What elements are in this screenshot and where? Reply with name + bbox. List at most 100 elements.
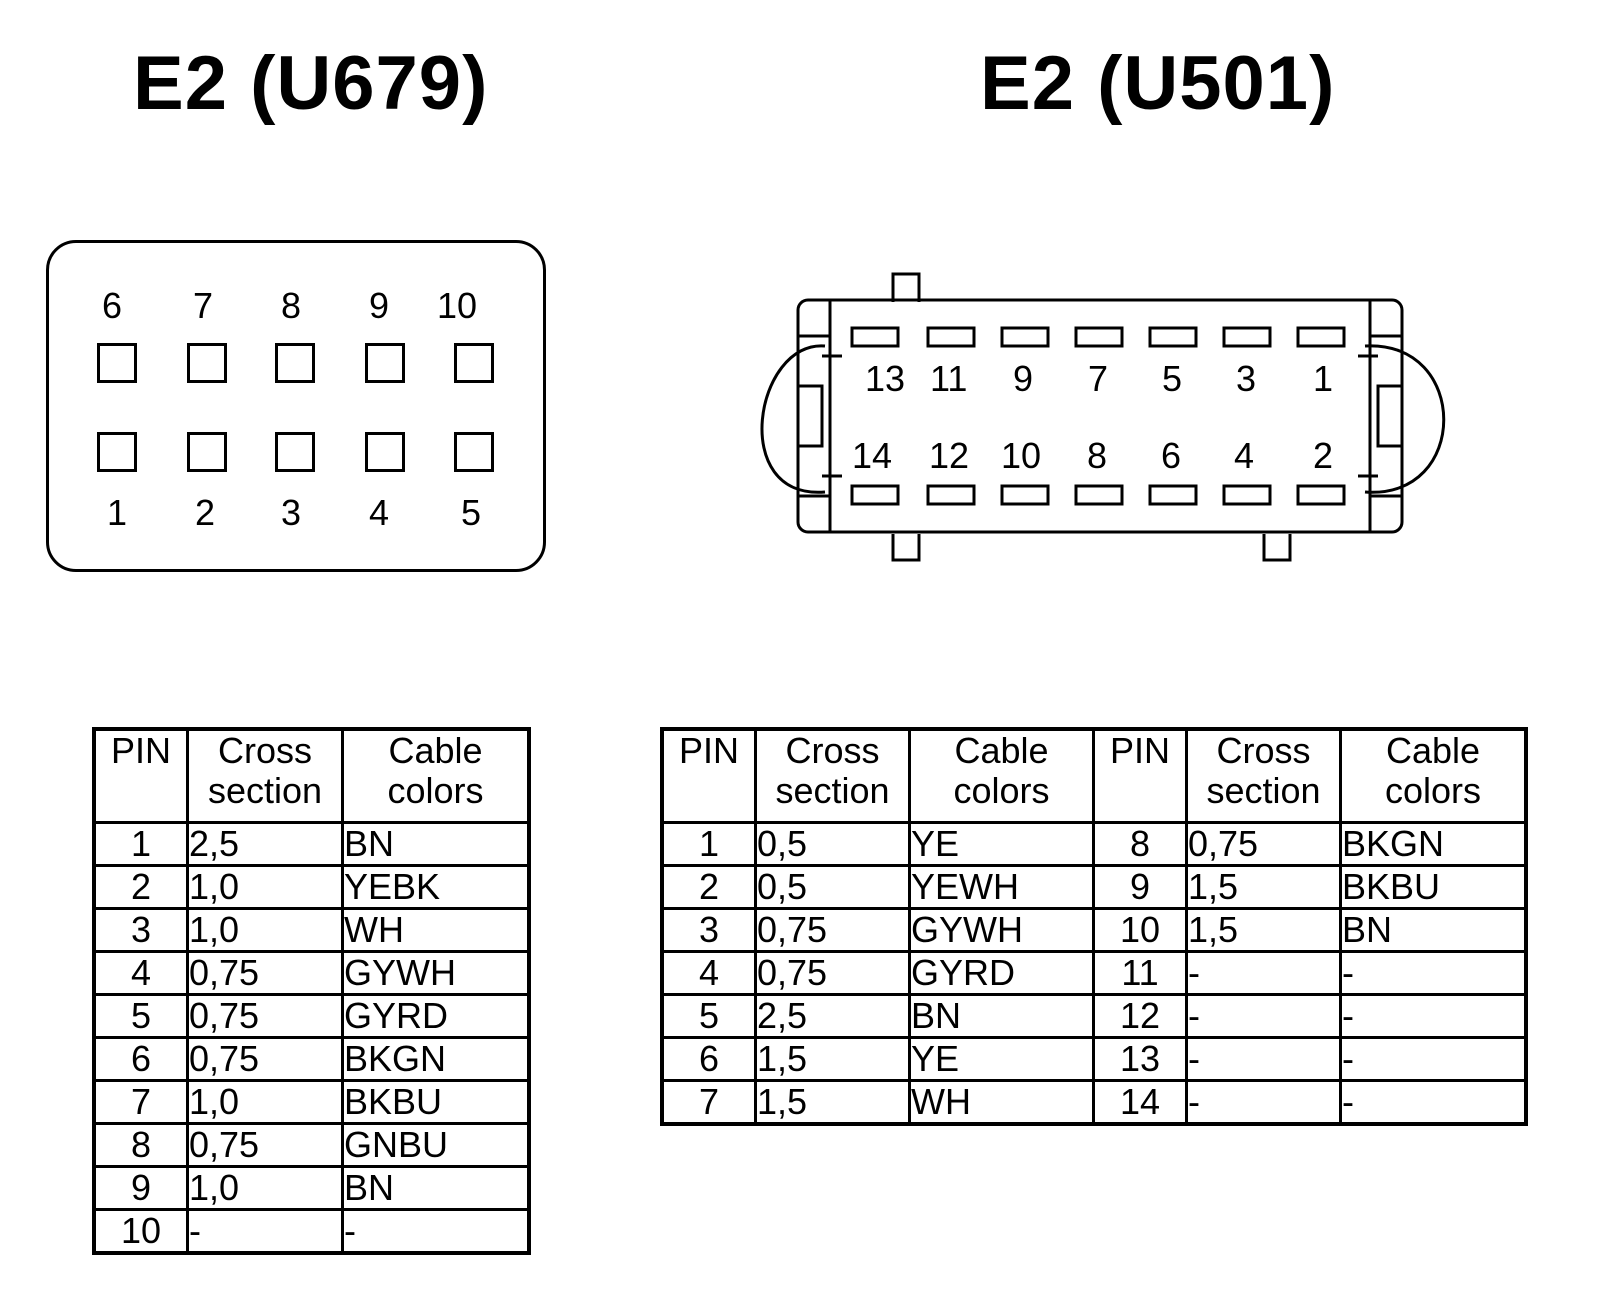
cable-color-cell: BKGN [341, 1036, 531, 1082]
pin-label: 7 [192, 285, 214, 326]
pin-cell: 4 [660, 950, 757, 996]
cable-color-cell: - [1339, 1079, 1528, 1126]
pin-cavity [1148, 484, 1198, 506]
cross-section-cell: 1,0 [186, 864, 344, 910]
connector-title-u679: E2 (U679) [133, 41, 489, 126]
pin-cell: 8 [92, 1122, 189, 1168]
pin-cavity [926, 484, 976, 506]
cable-color-cell: WH [341, 907, 531, 953]
cross-section-cell: 1,5 [754, 1079, 911, 1126]
pin-cavity [97, 432, 137, 472]
cable-color-cell: YEWH [908, 864, 1095, 910]
cross-section-cell: 0,75 [1185, 821, 1342, 867]
pin-label: 12 [929, 435, 969, 476]
cross-section-cell: 2,5 [754, 993, 911, 1039]
pin-label: 8 [1087, 435, 1107, 476]
connector-u501-diagram: 13 11 9 7 5 3 1 14 12 10 8 6 4 2 [760, 272, 1446, 562]
pin-label: 3 [280, 492, 302, 533]
cross-section-cell: - [1185, 1079, 1342, 1126]
cable-color-cell: BKGN [1339, 821, 1528, 867]
pin-label: 4 [368, 492, 390, 533]
pin-cavity [926, 326, 976, 348]
pin-label: 5 [460, 492, 482, 533]
pin-label: 3 [1236, 358, 1256, 399]
pin-cell: 2 [660, 864, 757, 910]
pin-cell: 14 [1092, 1079, 1188, 1126]
cross-section-cell: 1,5 [1185, 907, 1342, 953]
pin-cavity [1074, 484, 1124, 506]
pin-label: 5 [1162, 358, 1182, 399]
cross-section-cell: 0,75 [186, 993, 344, 1039]
header-pin: PIN [660, 727, 757, 824]
cable-color-cell: - [1339, 1036, 1528, 1082]
pin-cell: 12 [1092, 993, 1188, 1039]
pin-label: 8 [280, 285, 302, 326]
header-pin: PIN [1092, 727, 1188, 824]
pin-label: 9 [1013, 358, 1033, 399]
pin-cell: 2 [92, 864, 189, 910]
pin-cavity [275, 432, 315, 472]
table-row: 10-- [92, 1208, 531, 1255]
pin-cell: 11 [1092, 950, 1188, 996]
cross-section-cell: 0,75 [754, 907, 911, 953]
pin-label: 14 [852, 435, 892, 476]
cable-color-cell: BN [908, 993, 1095, 1039]
pin-cavity [850, 484, 900, 506]
pin-cell: 3 [92, 907, 189, 953]
pin-cell: 10 [1092, 907, 1188, 953]
cable-color-cell: GYWH [341, 950, 531, 996]
pin-cavity [1296, 326, 1346, 348]
pin-label: 11 [930, 358, 967, 399]
pin-cavity [1222, 326, 1272, 348]
cable-color-cell: BN [341, 821, 531, 867]
pin-cell: 10 [92, 1208, 189, 1255]
cross-section-cell: 0,5 [754, 864, 911, 910]
cable-color-cell: WH [908, 1079, 1095, 1126]
pin-cell: 1 [92, 821, 189, 867]
pin-cavity [365, 343, 405, 383]
cross-section-cell: - [1185, 950, 1342, 996]
pin-cell: 4 [92, 950, 189, 996]
pin-cell: 1 [660, 821, 757, 867]
pin-cavity [187, 432, 227, 472]
pin-cell: 3 [660, 907, 757, 953]
pin-cell: 7 [660, 1079, 757, 1126]
pin-cavity [187, 343, 227, 383]
pin-label: 10 [1001, 435, 1041, 476]
pin-cavity [454, 432, 494, 472]
cable-color-cell: BN [341, 1165, 531, 1211]
locking-tab [1262, 534, 1292, 562]
cross-section-cell: 1,0 [186, 907, 344, 953]
locking-tab [891, 272, 921, 302]
cable-color-cell: YEBK [341, 864, 531, 910]
cable-color-cell: BKBU [1339, 864, 1528, 910]
cable-color-cell: GYWH [908, 907, 1095, 953]
cable-color-cell: YE [908, 821, 1095, 867]
cable-color-cell: - [1339, 993, 1528, 1039]
cable-color-cell: GYRD [341, 993, 531, 1039]
pin-label: 1 [106, 492, 128, 533]
pin-cell: 5 [660, 993, 757, 1039]
pin-label: 6 [101, 285, 123, 326]
cross-section-cell: 0,5 [754, 821, 911, 867]
pin-cavity [454, 343, 494, 383]
locking-tab [891, 534, 921, 562]
cable-color-cell: YE [908, 1036, 1095, 1082]
